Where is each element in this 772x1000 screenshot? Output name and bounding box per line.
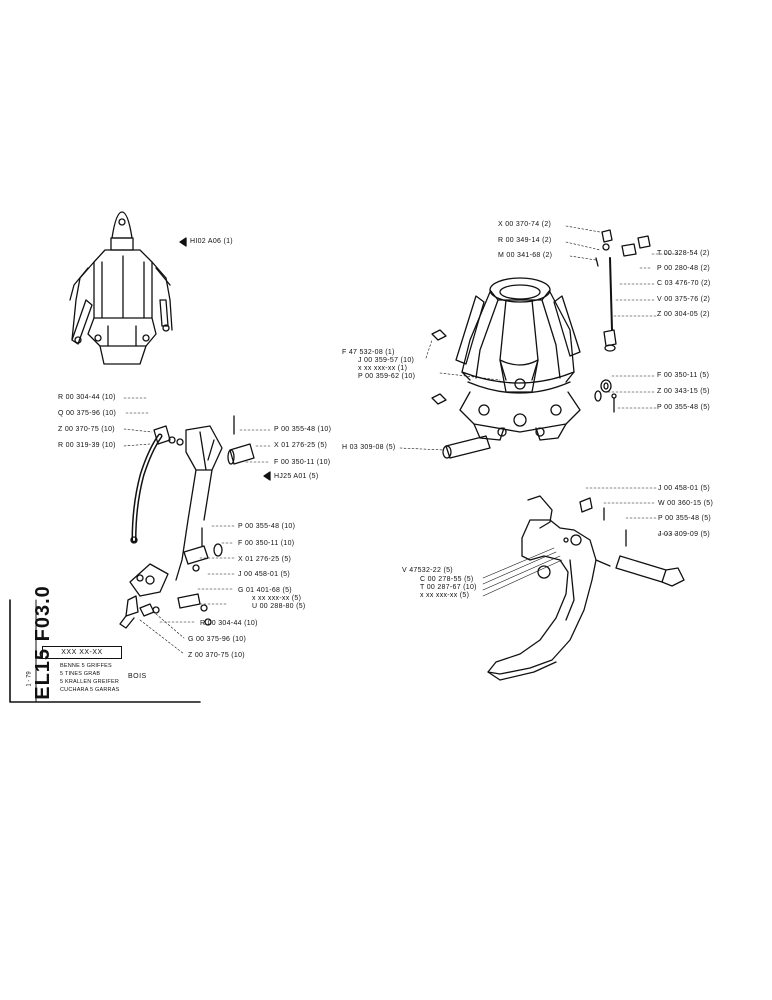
callout-label: P 00 355-48 (10) (238, 523, 296, 530)
callout-label: U 00 288-80 (5) (252, 603, 306, 610)
tine-illustration (487, 495, 611, 681)
callout-label: x xx xxx-xx (5) (252, 595, 302, 602)
callout-label: P 00 280-48 (2) (657, 265, 711, 272)
callout-label: x xx xxx-xx (5) (420, 592, 470, 599)
callout-label: Z 00 343-15 (5) (657, 388, 710, 395)
callout-label: C 00 278-55 (5) (420, 576, 474, 583)
hydraulic-hose-illustration (119, 425, 223, 629)
callout-label: V 00 375-76 (2) (657, 296, 711, 303)
callout-label: x xx xxx-xx (1) (358, 365, 408, 372)
callout-label: R 00 319-39 (10) (58, 442, 116, 449)
callout-label: F 00 350-11 (10) (274, 459, 331, 466)
callout-label: Z 00 370-75 (10) (188, 652, 245, 659)
callout-label: P 00 355-48 (5) (658, 515, 712, 522)
callout-label: C 03 476-70 (2) (657, 280, 711, 287)
callout-label: P 00 355-48 (5) (657, 404, 711, 411)
title-es: CUCHARA 5 GARRAS (60, 687, 120, 693)
callout-label: X 01 276-25 (5) (274, 442, 328, 449)
overview-grab-illustration (69, 211, 173, 365)
main-grab-illustration (431, 277, 581, 441)
callout-label: J 00 359-57 (10) (358, 357, 415, 364)
callout-label: Z 00 370-75 (10) (58, 426, 115, 433)
callout-label: P 00 359-62 (10) (358, 373, 416, 380)
callout-label: G 00 375-96 (10) (188, 636, 247, 643)
callout-label: J 03 309-09 (5) (658, 531, 710, 538)
callout-label: G 01 401-68 (5) (238, 587, 292, 594)
callout-label: J 00 458-01 (5) (238, 571, 290, 578)
title-de: 5 KRALLEN GREIFER (60, 679, 120, 685)
callout-label: P 00 355-48 (10) (274, 426, 332, 433)
material-label: BOIS (128, 673, 147, 680)
callout-label: W 00 360-15 (5) (658, 500, 714, 507)
callout-label: F 00 350-11 (5) (657, 372, 710, 379)
callout-label: F 00 350-11 (10) (238, 540, 295, 547)
sheet-code: EL15 F03.0 (31, 585, 54, 700)
callout-label: M 00 341-68 (2) (498, 252, 553, 259)
part-reference: XXX XX-XX (42, 646, 122, 659)
callout-label: V 47532-22 (5) (402, 567, 453, 574)
callout-label: T 00 328-54 (2) (657, 250, 710, 257)
callout-label: HI02 A06 (1) (190, 238, 233, 245)
callout-label: R 00 304-44 (10) (58, 394, 116, 401)
callout-label: X 01 276-25 (5) (238, 556, 292, 563)
callout-label: Z 00 304-05 (2) (657, 311, 710, 318)
callout-label: HJ25 A01 (5) (274, 473, 319, 480)
sheet-date: 1 - 79 (26, 671, 33, 687)
title-fr: BENNE 5 GRIFFES (60, 663, 112, 669)
title-en: 5 TINES GRAB (60, 671, 101, 677)
callout-label: R 00 349-14 (2) (498, 237, 552, 244)
callout-label: X 00 370-74 (2) (498, 221, 552, 228)
callout-label: T 00 287-67 (10) (420, 584, 477, 591)
callout-label: F 47 532-08 (1) (342, 349, 395, 356)
callout-label: Q 00 375-96 (10) (58, 410, 117, 417)
callout-label: R 00 304-44 (10) (200, 620, 258, 627)
callout-label: J 00 458-01 (5) (658, 485, 710, 492)
callout-label: H 03 309-08 (5) (342, 444, 396, 451)
